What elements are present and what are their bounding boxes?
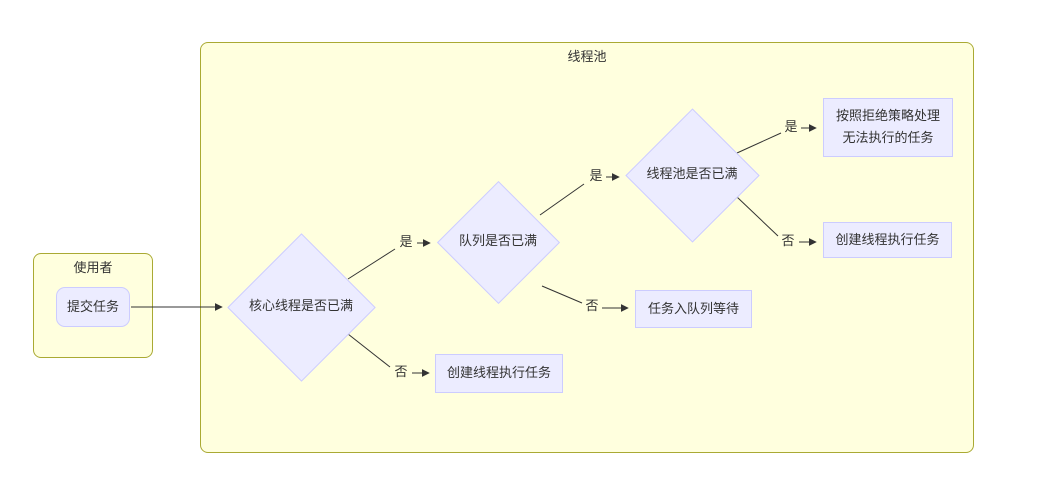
node-enqueue-wait: 任务入队列等待 xyxy=(635,290,752,328)
edge-label-core-no: 否 xyxy=(394,365,408,380)
edge-label-core-yes: 是 xyxy=(399,235,413,250)
cluster-thread-pool-title: 线程池 xyxy=(567,50,607,65)
node-submit-task: 提交任务 xyxy=(56,287,130,327)
node-core-threads-full-label: 核心线程是否已满 xyxy=(248,299,353,314)
node-pool-full-label: 线程池是否已满 xyxy=(646,167,738,182)
node-reject-policy: 按照拒绝策略处理 无法执行的任务 xyxy=(823,98,953,157)
node-create-thread-right: 创建线程执行任务 xyxy=(823,222,952,258)
node-create-thread-right-label: 创建线程执行任务 xyxy=(835,232,940,248)
node-queue-full-label: 队列是否已满 xyxy=(458,234,537,249)
edge-label-pool-no: 否 xyxy=(781,234,795,249)
edge-label-queue-yes: 是 xyxy=(589,169,603,184)
node-create-thread-bottom-label: 创建线程执行任务 xyxy=(446,366,551,381)
node-reject-policy-line2: 无法执行的任务 xyxy=(842,130,934,146)
edge-label-pool-yes: 是 xyxy=(784,120,798,135)
node-create-thread-bottom: 创建线程执行任务 xyxy=(435,354,563,393)
node-reject-policy-line1: 按照拒绝策略处理 xyxy=(835,108,940,124)
edge-label-queue-no: 否 xyxy=(585,299,599,314)
node-submit-task-label: 提交任务 xyxy=(66,299,119,315)
node-enqueue-wait-label: 任务入队列等待 xyxy=(647,301,739,317)
cluster-user-title: 使用者 xyxy=(73,261,113,276)
cluster-user: 使用者 xyxy=(33,253,153,358)
